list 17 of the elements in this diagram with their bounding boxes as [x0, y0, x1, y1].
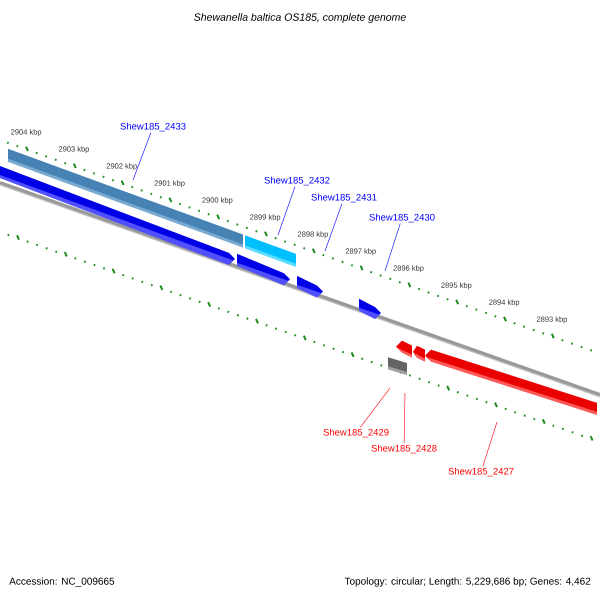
leader-line — [324, 203, 342, 252]
leader-line — [360, 388, 390, 428]
genome-info-text: Topology: circular; Length: 5,229,686 bp; Genes: 4,462 — [344, 577, 590, 587]
gene-label: Shew185_2430 — [369, 214, 435, 222]
gene-label: Shew185_2427 — [448, 468, 514, 476]
gene-label: Shew185_2428 — [371, 444, 437, 454]
title: Shewanella baltica OS185, complete genome — [194, 13, 406, 23]
leader-line — [278, 186, 296, 236]
accession-text: Accession: NC_009665 — [9, 577, 114, 587]
leader-line — [132, 132, 152, 180]
leader-line — [404, 392, 406, 444]
leader-line — [482, 422, 498, 467]
gene-label: Shew185_2433 — [120, 122, 186, 132]
gene-label: Shew185_2431 — [311, 194, 377, 202]
gene-label: Shew185_2429 — [323, 428, 389, 438]
gene-label: Shew185_2432 — [264, 176, 330, 186]
leader-line — [384, 223, 401, 272]
